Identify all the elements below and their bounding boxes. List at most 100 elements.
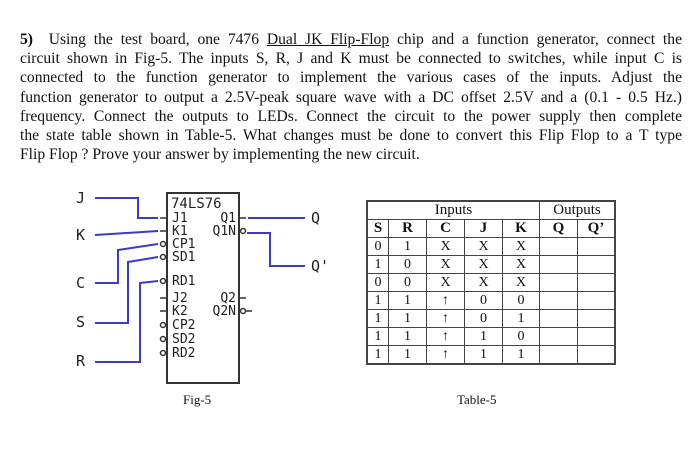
outputs-header: Outputs [539, 200, 616, 220]
group-header-row: Inputs Outputs [366, 200, 616, 220]
table-cell: 0 [388, 273, 427, 292]
column-header-row: S R C J K Q Q’ [366, 219, 616, 238]
table-cell: 0 [366, 273, 389, 292]
inverted-bubble [159, 277, 167, 285]
inverted-bubble [159, 321, 167, 329]
table-cell: 0 [502, 327, 540, 346]
col-header-q: Q [539, 219, 578, 238]
table-cell: 1 [464, 327, 503, 346]
wire-j [95, 197, 158, 219]
inverted-bubble [239, 227, 247, 235]
pin-sd2: SD2 [172, 332, 195, 347]
output-label-q: Q [311, 209, 320, 227]
table-cell[interactable] [539, 309, 578, 328]
problem-line-3: connected to the function generator to i… [20, 69, 682, 87]
pin-cp2: CP2 [172, 318, 195, 333]
col-header-j: J [464, 219, 503, 238]
problem-line-2: circuit shown in Fig-5. The inputs S, R,… [20, 50, 682, 68]
table-cell: 0 [502, 291, 540, 310]
col-header-s: S [366, 219, 389, 238]
inverted-bubble [239, 307, 247, 315]
table-cell: 1 [388, 291, 427, 310]
problem-statement: 5) Using the test board, one 7476 Dual J… [20, 30, 682, 164]
wire-r [95, 280, 159, 363]
table-cell[interactable] [539, 327, 578, 346]
wire-s [95, 256, 159, 324]
table-cell: 0 [464, 291, 503, 310]
pin-k1: K1 [172, 224, 188, 239]
pin-q2n: Q2N [213, 304, 236, 319]
inputs-header: Inputs [366, 200, 540, 220]
table-cell: 1 [388, 327, 427, 346]
pin-rd2: RD2 [172, 346, 195, 361]
table-cell: 1 [388, 309, 427, 328]
wire-q-bar [247, 232, 305, 267]
pin-q1: Q1 [220, 211, 236, 226]
inverted-bubble [159, 349, 167, 357]
table-cell[interactable] [577, 291, 616, 310]
table-cell: 0 [464, 309, 503, 328]
table-cell[interactable] [539, 345, 578, 365]
table-cell[interactable] [539, 291, 578, 310]
table-cell[interactable] [577, 255, 616, 274]
table-cell: X [502, 237, 540, 256]
table-cell: 1 [366, 291, 389, 310]
table-cell: ↑ [426, 327, 465, 346]
input-label-k: K [76, 226, 85, 244]
table-cell[interactable] [539, 255, 578, 274]
table-cell: 1 [366, 345, 389, 365]
col-header-k: K [502, 219, 540, 238]
table-cell: X [426, 237, 465, 256]
input-label-s: S [76, 313, 85, 331]
table-cell: X [426, 255, 465, 274]
table-cell: ↑ [426, 309, 465, 328]
table-cell: 1 [502, 345, 540, 365]
table-cell: 1 [502, 309, 540, 328]
problem-line-1: 5) Using the test board, one 7476 Dual J… [20, 31, 682, 48]
table-cell: 1 [388, 237, 427, 256]
inverted-bubble [159, 253, 167, 261]
table-cell[interactable] [577, 345, 616, 365]
problem-line-6: the state table shown in Table-5. What c… [20, 127, 682, 145]
table-cell: X [464, 237, 503, 256]
pin-sd1: SD1 [172, 250, 195, 265]
table-cell[interactable] [577, 237, 616, 256]
problem-line-5: frequency. Connect the outputs to LEDs. … [20, 107, 682, 125]
table-cell[interactable] [577, 273, 616, 292]
fig-5-schematic: 74LS76 J1 K1 CP1 SD1 RD1 J2 K2 CP2 SD2 R… [76, 189, 329, 384]
figure-caption: Fig-5 [183, 392, 212, 407]
wire-k [94, 230, 159, 236]
col-header-c: C [426, 219, 465, 238]
table-cell: 1 [366, 327, 389, 346]
pin-j2: J2 [172, 291, 188, 306]
table-cell: ↑ [426, 291, 465, 310]
table-cell: 0 [366, 237, 389, 256]
table-cell: 1 [366, 255, 389, 274]
table-cell[interactable] [577, 327, 616, 346]
table-cell: X [502, 273, 540, 292]
underlined-chip-name: Dual JK Flip-Flop [266, 31, 390, 48]
pin-q1n: Q1N [213, 224, 236, 239]
problem-line-7: Flip Flop ? Prove your answer by impleme… [20, 146, 420, 164]
table-cell[interactable] [539, 273, 578, 292]
table-cell: X [464, 273, 503, 292]
table-cell[interactable] [539, 237, 578, 256]
output-label-q-bar: Q' [311, 257, 329, 275]
table-cell: X [464, 255, 503, 274]
pin-k2: K2 [172, 304, 188, 319]
input-label-c: C [76, 274, 85, 292]
table-cell: X [502, 255, 540, 274]
col-header-q-bar: Q’ [577, 219, 616, 238]
problem-line-4: function generator to output a 2.5V-peak… [20, 88, 682, 106]
problem-number: 5) [20, 31, 33, 48]
col-header-r: R [388, 219, 427, 238]
input-label-j: J [76, 189, 85, 207]
input-label-r: R [76, 352, 86, 370]
table-cell[interactable] [577, 309, 616, 328]
table-cell: 1 [464, 345, 503, 365]
inverted-bubble [159, 240, 167, 248]
